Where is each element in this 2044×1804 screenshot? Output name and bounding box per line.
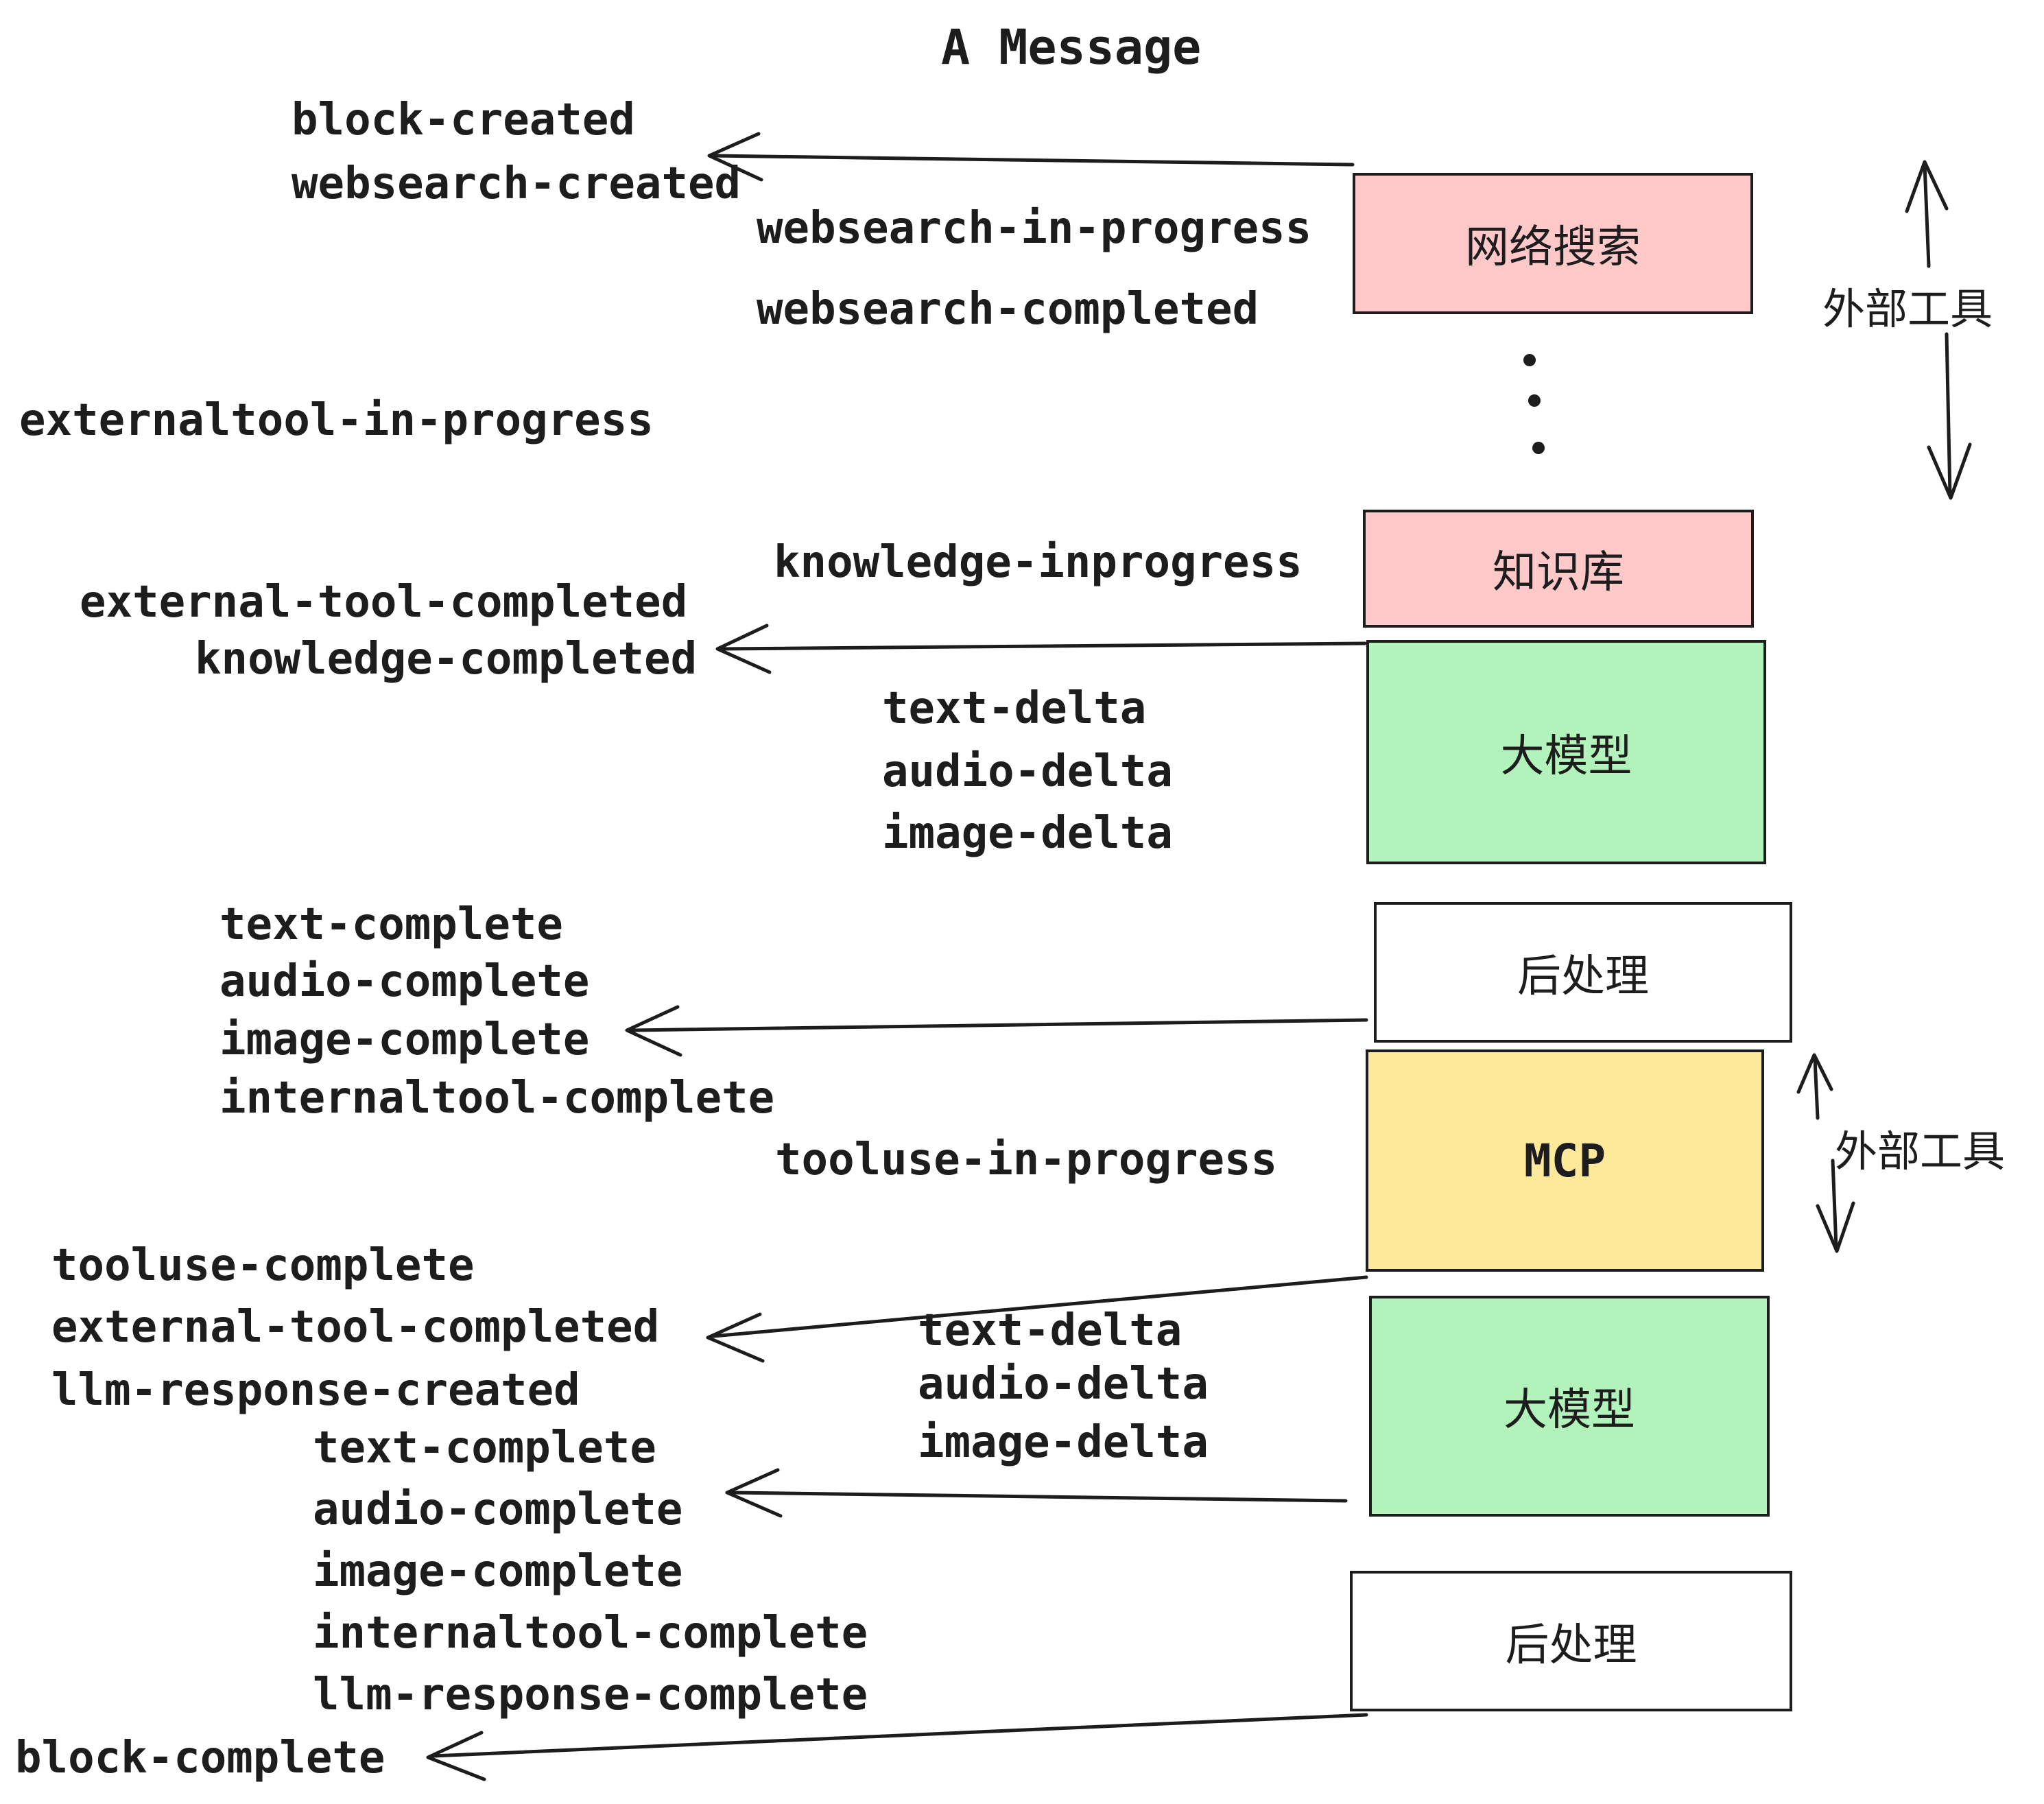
event-audio-complete-1: audio-complete bbox=[219, 956, 590, 1007]
event-knowledge-completed: knowledge-completed bbox=[195, 634, 698, 685]
box-postprocess-1-label: 后处理 bbox=[1517, 951, 1649, 1002]
box-websearch-label: 网络搜索 bbox=[1465, 222, 1641, 273]
event-block-created: block-created bbox=[292, 95, 635, 145]
event-text-complete-1: text-complete bbox=[219, 899, 563, 950]
box-knowledge: 知识库 bbox=[1363, 510, 1754, 628]
event-llm-response-complete: llm-response-complete bbox=[313, 1670, 868, 1720]
box-llm-2-label: 大模型 bbox=[1504, 1385, 1635, 1436]
event-external-tool-completed-2: external-tool-completed bbox=[51, 1302, 660, 1353]
box-mcp-label: MCP bbox=[1523, 1134, 1606, 1187]
external-tools-top-down-arrow bbox=[1927, 332, 1972, 500]
box-llm-1: 大模型 bbox=[1366, 640, 1766, 864]
box-llm-1-label: 大模型 bbox=[1500, 731, 1632, 782]
event-image-complete-1: image-complete bbox=[219, 1014, 590, 1065]
event-websearch-created: websearch-created bbox=[292, 158, 741, 209]
box-knowledge-label: 知识库 bbox=[1493, 547, 1624, 598]
box-mcp: MCP bbox=[1366, 1049, 1764, 1272]
arrow-to-image-complete bbox=[625, 1005, 1368, 1057]
event-internaltool-complete-2: internaltool-complete bbox=[313, 1608, 868, 1659]
box-postprocess-2-label: 后处理 bbox=[1505, 1619, 1637, 1671]
arrow-to-audio-complete bbox=[725, 1468, 1348, 1518]
event-audio-delta-1: audio-delta bbox=[882, 746, 1173, 797]
ellipsis-dots bbox=[1523, 354, 1545, 454]
event-audio-complete-2: audio-complete bbox=[313, 1484, 683, 1535]
event-llm-response-created: llm-response-created bbox=[51, 1365, 580, 1416]
event-tooluse-complete: tooluse-complete bbox=[51, 1240, 475, 1291]
event-image-delta-2: image-delta bbox=[918, 1417, 1209, 1468]
event-websearch-in-progress: websearch-in-progress bbox=[757, 203, 1312, 254]
event-text-delta-2: text-delta bbox=[918, 1305, 1183, 1356]
event-image-delta-1: image-delta bbox=[882, 808, 1173, 859]
event-block-complete: block-complete bbox=[15, 1733, 385, 1783]
external-tools-mcp-up-arrow bbox=[1796, 1053, 1833, 1120]
arrow-to-block-complete bbox=[426, 1713, 1368, 1781]
event-externaltool-in-progress: externaltool-in-progress bbox=[19, 395, 654, 446]
diagram-title: A Message bbox=[941, 19, 1202, 75]
annotation-external-tools-top: 外部工具 bbox=[1822, 284, 1993, 334]
box-postprocess-1: 后处理 bbox=[1374, 902, 1792, 1043]
event-knowledge-inprogress: knowledge-inprogress bbox=[774, 537, 1303, 588]
event-external-tool-completed: external-tool-completed bbox=[80, 577, 688, 628]
event-text-delta-1: text-delta bbox=[882, 683, 1147, 734]
event-text-complete-2: text-complete bbox=[313, 1423, 656, 1473]
event-image-complete-2: image-complete bbox=[313, 1546, 683, 1597]
box-llm-2: 大模型 bbox=[1369, 1296, 1770, 1517]
arrow-to-websearch-created bbox=[707, 132, 1355, 182]
event-internaltool-complete-1: internaltool-complete bbox=[219, 1073, 775, 1124]
arrow-to-knowledge-completed bbox=[715, 624, 1367, 674]
event-audio-delta-2: audio-delta bbox=[918, 1359, 1209, 1410]
box-websearch: 网络搜索 bbox=[1353, 173, 1753, 314]
annotation-external-tools-mcp: 外部工具 bbox=[1835, 1126, 2006, 1176]
external-tools-top-up-arrow bbox=[1905, 160, 1949, 268]
box-postprocess-2: 后处理 bbox=[1350, 1571, 1792, 1711]
event-websearch-completed: websearch-completed bbox=[757, 284, 1259, 335]
event-tooluse-in-progress: tooluse-in-progress bbox=[775, 1135, 1278, 1185]
